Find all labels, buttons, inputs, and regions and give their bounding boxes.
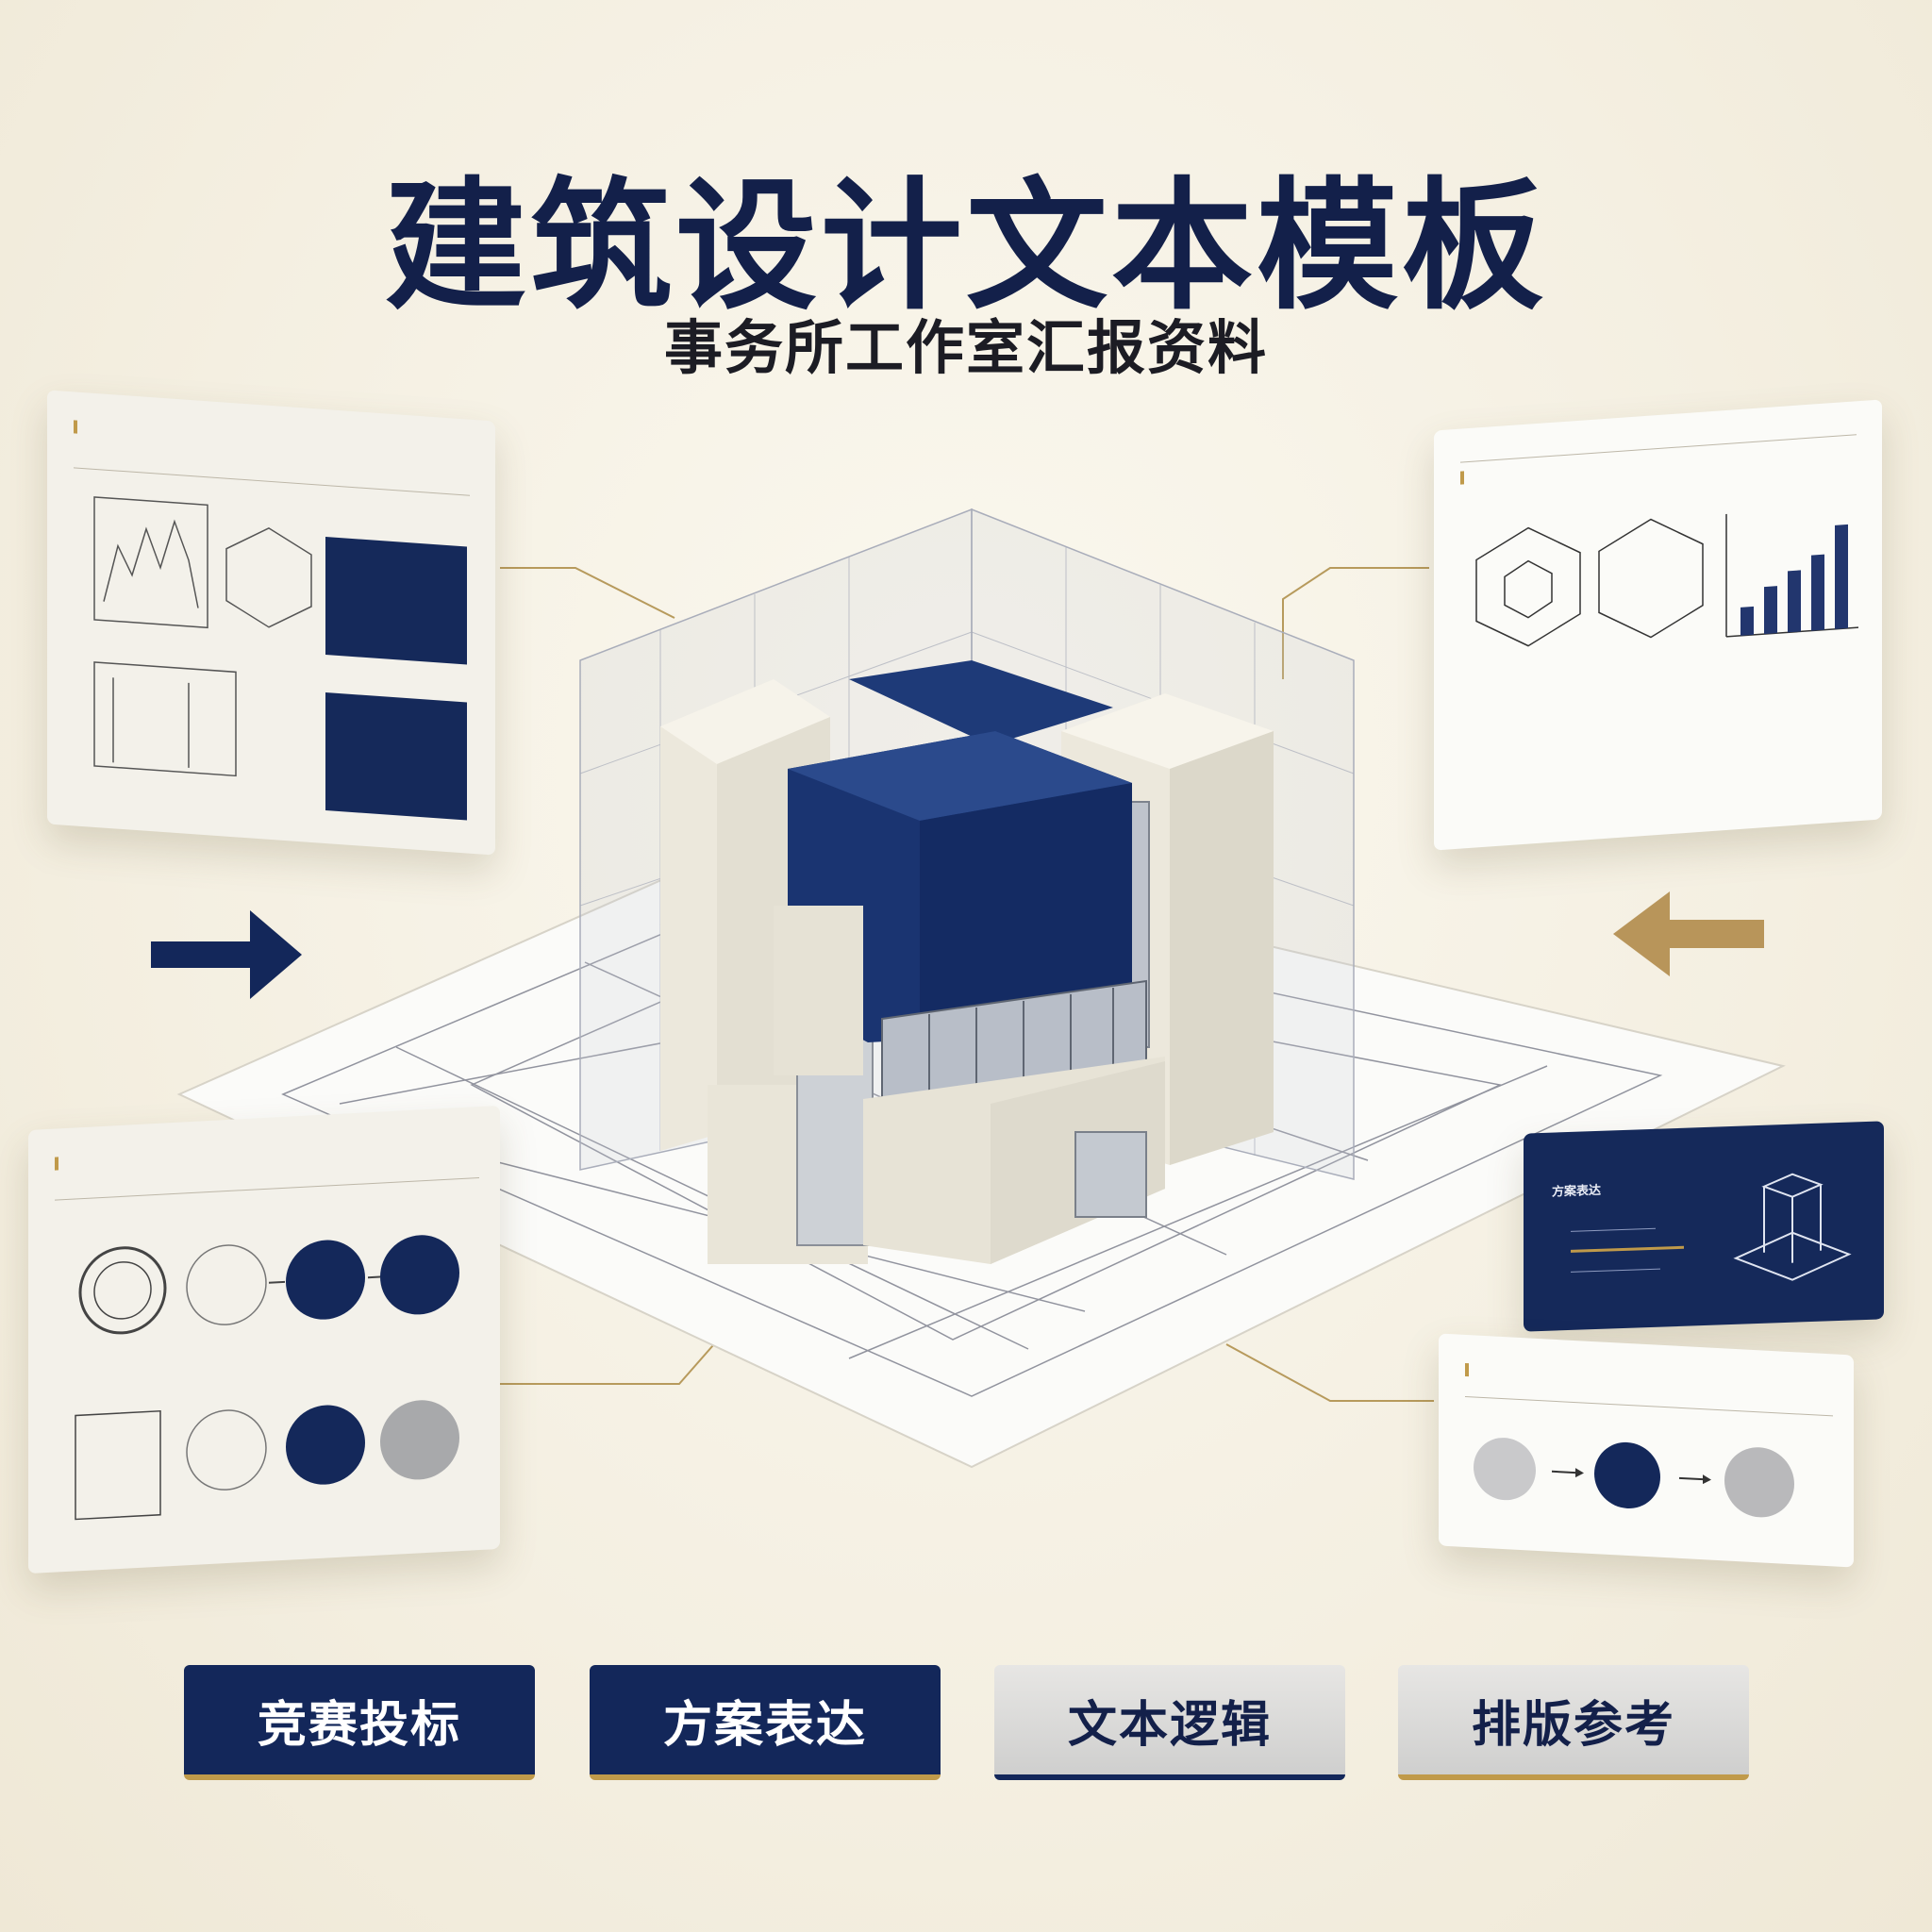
page-subtitle: 事务所工作室汇报资料 xyxy=(663,313,1268,382)
page-title: 建筑设计文本模板 xyxy=(384,165,1547,329)
tag-competition-bid[interactable]: 竞赛投标 xyxy=(184,1665,535,1780)
card-navy-panel-2 xyxy=(325,692,467,821)
process-flow-icons xyxy=(1474,1438,1794,1518)
connector-lines xyxy=(500,567,1434,1402)
tag-scheme-expression[interactable]: 方案表达 xyxy=(590,1665,941,1780)
card-rule xyxy=(1460,434,1857,463)
card-bar-gold xyxy=(1571,1245,1684,1253)
card-accent xyxy=(1465,1362,1469,1377)
navy-card-title: 方案表达 xyxy=(1552,1183,1602,1200)
card-icon-row xyxy=(75,1235,459,1521)
card-drawings xyxy=(93,496,312,777)
card-accent xyxy=(74,420,77,434)
tag-layout-reference[interactable]: 排版参考 xyxy=(1398,1665,1749,1780)
card-rule xyxy=(1465,1395,1833,1417)
arrow-left-icon xyxy=(1613,891,1764,976)
card-navy-panel-1 xyxy=(325,537,467,665)
slide-card-navy-right: 方案表达 xyxy=(1524,1121,1884,1332)
slide-card-top-left xyxy=(47,390,495,856)
card-accent xyxy=(55,1157,58,1171)
card-drawings xyxy=(1475,513,1858,647)
cube-line-icon xyxy=(1733,1173,1852,1281)
card-bar xyxy=(1571,1227,1656,1232)
tag-text-logic[interactable]: 文本逻辑 xyxy=(994,1665,1345,1780)
arrow-right-icon xyxy=(151,910,302,999)
card-bar xyxy=(1571,1268,1660,1273)
slide-card-top-right xyxy=(1434,399,1882,851)
slide-card-bottom-right xyxy=(1439,1333,1854,1568)
slide-card-bottom-left xyxy=(28,1105,500,1574)
card-accent xyxy=(1460,471,1464,485)
card-rule xyxy=(55,1177,479,1201)
